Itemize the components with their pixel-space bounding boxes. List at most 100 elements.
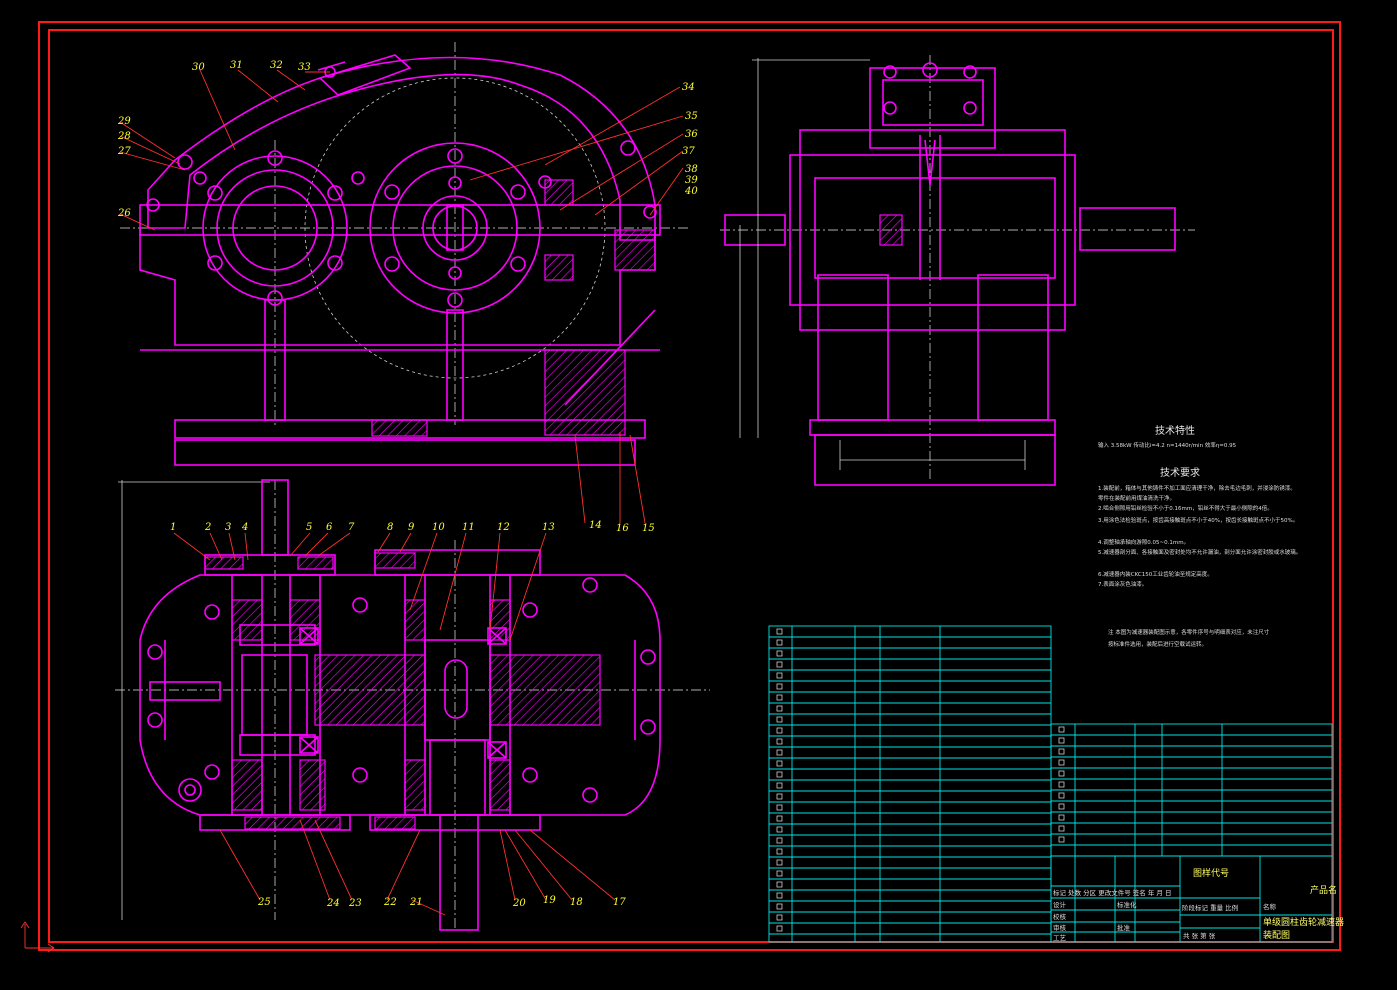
row-index-mark	[776, 705, 783, 712]
svg-text:35: 35	[685, 111, 698, 122]
svg-text:28: 28	[117, 131, 131, 142]
side-view	[720, 55, 1195, 486]
inner-frame	[48, 29, 1334, 943]
svg-text:26: 26	[117, 208, 131, 219]
svg-text:4: 4	[241, 522, 248, 533]
svg-text:20: 20	[512, 898, 526, 909]
svg-text:13: 13	[542, 522, 555, 533]
svg-text:40: 40	[684, 186, 698, 197]
svg-text:9: 9	[408, 522, 415, 533]
svg-text:39: 39	[685, 175, 698, 186]
title-block: 图样代号 产品名 标记 处数 分区 更改文件号 签名 年 月 日 阶段标记 重量…	[1050, 855, 1344, 943]
svg-text:34: 34	[682, 82, 695, 93]
row-index-mark	[776, 837, 783, 844]
svg-text:阶段标记 重量 比例: 阶段标记 重量 比例	[1182, 903, 1238, 912]
svg-text:16: 16	[616, 523, 629, 534]
row-index-mark	[776, 639, 783, 646]
svg-text:29: 29	[117, 116, 131, 127]
row-index-mark	[1058, 814, 1065, 821]
parts-list-left	[768, 625, 1052, 943]
svg-text:14: 14	[589, 520, 602, 531]
row-index-mark	[776, 826, 783, 833]
svg-text:6: 6	[326, 522, 333, 533]
svg-text:11: 11	[462, 522, 475, 533]
svg-text:21: 21	[409, 897, 423, 908]
row-index-mark	[776, 848, 783, 855]
svg-text:25: 25	[257, 897, 271, 908]
svg-text:2: 2	[204, 522, 211, 533]
row-index-mark	[776, 650, 783, 657]
svg-text:技术特性: 技术特性	[1155, 424, 1195, 437]
svg-text:23: 23	[348, 898, 362, 909]
row-index-mark	[776, 771, 783, 778]
technical-notes: 技术特性 输入 3.58kW 传动比i=4.2 n=1440r/min 效率η=…	[1098, 424, 1301, 648]
row-index-mark	[1058, 781, 1065, 788]
svg-text:审核: 审核	[1053, 923, 1067, 932]
row-index-mark	[776, 793, 783, 800]
row-index-mark	[776, 870, 783, 877]
balloon-labels-bottom: 1 2 3 4 5 6 7 8 9 10 11 12 13 25 24 23 2…	[170, 522, 626, 909]
svg-text:15: 15	[642, 523, 655, 534]
svg-text:12: 12	[497, 522, 510, 533]
row-index-mark	[776, 694, 783, 701]
row-index-mark	[776, 749, 783, 756]
svg-text:37: 37	[682, 146, 695, 157]
svg-text:标记 处数 分区 更改文件号 签名 年 月 日: 标记 处数 分区 更改文件号 签名 年 月 日	[1053, 888, 1171, 897]
svg-text:标准化: 标准化	[1117, 900, 1137, 909]
svg-text:1: 1	[170, 522, 176, 533]
oil-sump	[544, 349, 626, 436]
row-index-mark	[776, 881, 783, 888]
row-index-mark	[776, 815, 783, 822]
svg-text:技术要求: 技术要求	[1160, 466, 1200, 479]
row-index-mark	[1058, 825, 1065, 832]
svg-text:7: 7	[348, 522, 355, 533]
row-index-mark	[776, 716, 783, 723]
svg-text:5.减速器剖分面、各接触面及密封处均不允许漏油，剖分面允许涂: 5.减速器剖分面、各接触面及密封处均不允许漏油，剖分面允许涂密封胶或水玻璃。	[1098, 548, 1301, 556]
svg-text:图样代号: 图样代号	[1193, 867, 1229, 879]
svg-text:27: 27	[117, 146, 131, 157]
row-index-mark	[1058, 759, 1065, 766]
row-index-mark	[1058, 726, 1065, 733]
svg-text:零件在装配前用煤油清洗干净。: 零件在装配前用煤油清洗干净。	[1098, 494, 1175, 502]
svg-text:31: 31	[230, 60, 243, 71]
row-index-mark	[1058, 792, 1065, 799]
svg-text:批准: 批准	[1117, 923, 1131, 932]
balloon-labels-top: 30 31 32 33 34 35 36 37 38 39 40 29 28 2…	[117, 60, 698, 534]
svg-text:共 张 第 张: 共 张 第 张	[1183, 931, 1216, 940]
row-index-mark	[1058, 737, 1065, 744]
svg-text:4.调整轴承轴向游隙0.05~0.1mm。: 4.调整轴承轴向游隙0.05~0.1mm。	[1098, 538, 1189, 546]
row-index-mark	[1058, 836, 1065, 843]
row-index-mark	[776, 672, 783, 679]
row-index-mark	[776, 859, 783, 866]
svg-text:38: 38	[685, 164, 698, 175]
svg-text:校核: 校核	[1053, 912, 1067, 921]
svg-text:设计: 设计	[1053, 900, 1067, 909]
svg-text:32: 32	[270, 60, 283, 71]
bolt-holes	[146, 140, 657, 308]
row-index-mark	[776, 903, 783, 910]
svg-text:3.用涂色法检验斑点，按齿高接触斑点不小于40%，按齿长接触: 3.用涂色法检验斑点，按齿高接触斑点不小于40%，按齿长接触斑点不小于50%。	[1098, 516, 1298, 524]
row-index-mark	[776, 628, 783, 635]
svg-text:注 本图为减速器装配图示意，各零件序号与明细表对应，未注尺: 注 本图为减速器装配图示意，各零件序号与明细表对应，未注尺寸	[1108, 628, 1270, 636]
svg-text:24: 24	[326, 898, 340, 909]
svg-text:3: 3	[225, 522, 231, 533]
plan-bolt-holes	[147, 577, 656, 803]
row-index-mark	[776, 804, 783, 811]
svg-text:名称: 名称	[1263, 902, 1277, 911]
outer-frame	[38, 21, 1341, 951]
row-index-mark	[776, 683, 783, 690]
svg-text:1.装配前，箱体与其他铸件不加工面应清理干净，除去毛边毛刺，: 1.装配前，箱体与其他铸件不加工面应清理干净，除去毛边毛刺，并浸涂防锈漆。	[1098, 484, 1296, 492]
row-index-mark	[776, 661, 783, 668]
svg-text:17: 17	[613, 897, 626, 908]
svg-text:按标准件选用，装配后进行空载试运转。: 按标准件选用，装配后进行空载试运转。	[1108, 640, 1207, 648]
ucs-icon	[20, 921, 55, 953]
svg-text:8: 8	[387, 522, 393, 533]
svg-text:5: 5	[306, 522, 312, 533]
front-view	[119, 42, 690, 524]
svg-text:6.减速器内装CKC150工业齿轮油至规定高度。: 6.减速器内装CKC150工业齿轮油至规定高度。	[1098, 570, 1213, 578]
svg-text:22: 22	[383, 897, 397, 908]
row-index-mark	[776, 892, 783, 899]
svg-text:工艺: 工艺	[1053, 934, 1067, 942]
row-index-mark	[776, 782, 783, 789]
